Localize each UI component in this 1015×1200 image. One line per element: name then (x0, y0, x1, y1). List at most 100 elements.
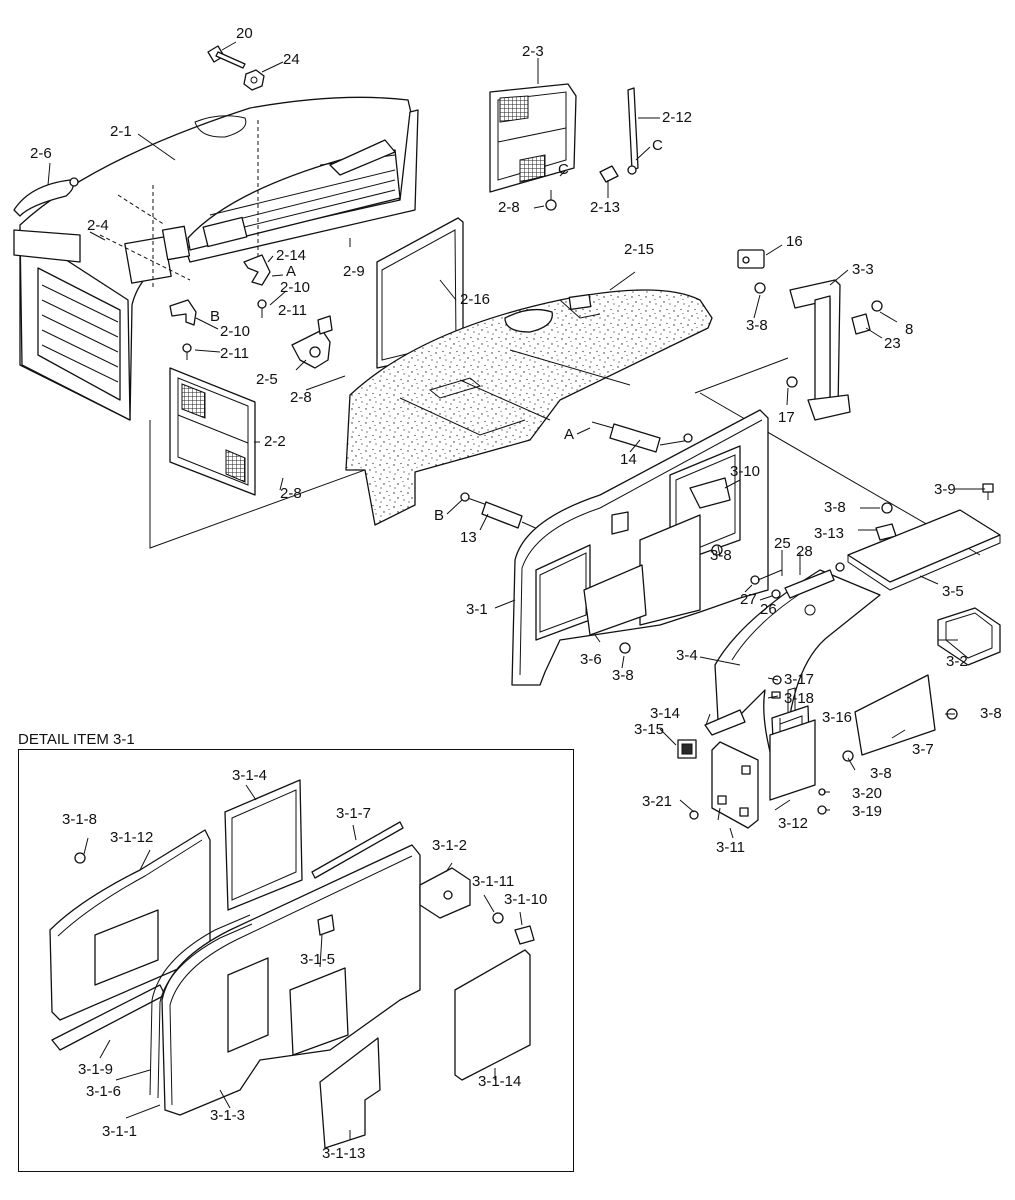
label-b-1: B (210, 308, 221, 325)
label-24: 24 (283, 51, 300, 68)
label-c-2: C (558, 161, 569, 178)
label-3-1-1: 3-1-1 (102, 1123, 138, 1140)
label-2-14: 2-14 (276, 247, 307, 264)
bracket-23 (851, 313, 871, 335)
label-3-1-6: 3-1-6 (86, 1083, 122, 1100)
bracket-2-10 (169, 299, 197, 326)
label-a-2: A (564, 426, 575, 443)
label-3-1-10: 3-1-10 (504, 891, 548, 908)
label-2-4: 2-4 (87, 217, 109, 234)
label-b-2: B (434, 507, 445, 524)
top-screen-2-3 (489, 83, 577, 193)
label-3-21: 3-21 (642, 793, 673, 810)
plate-3-7 (854, 674, 936, 756)
bracket-2-14 (243, 254, 271, 286)
small-bolts (754, 282, 883, 388)
label-3-3: 3-3 (852, 261, 874, 278)
label-2-11-a: 2-11 (278, 302, 307, 319)
label-2-16: 2-16 (460, 291, 491, 308)
latch-16 (737, 249, 765, 269)
handle-3-15 (677, 739, 697, 759)
label-8: 8 (905, 321, 914, 338)
label-3-7: 3-7 (912, 741, 934, 758)
label-3-1: 3-1 (466, 601, 488, 618)
latch-bracket-2-5 (291, 315, 333, 369)
label-3-2: 3-2 (946, 653, 968, 670)
label-2-12: 2-12 (662, 109, 693, 126)
hardware-25-28 (750, 562, 845, 599)
label-3-20: 3-20 (852, 785, 883, 802)
label-3-8-e: 3-8 (980, 705, 1002, 722)
label-16: 16 (786, 233, 803, 250)
label-3-1-4: 3-1-4 (232, 767, 268, 784)
label-3-1-9: 3-1-9 (78, 1061, 114, 1078)
label-3-11: 3-11 (716, 839, 745, 856)
plate-3-5 (847, 509, 1001, 591)
label-3-1-14: 3-1-14 (478, 1073, 522, 1090)
dashline-hood (99, 120, 259, 290)
label-3-4: 3-4 (676, 647, 698, 664)
label-a-1: A (286, 263, 297, 280)
label-3-15: 3-15 (634, 721, 665, 738)
screw-2-11 (182, 299, 267, 360)
panel-3-6 (583, 564, 647, 636)
label-3-1-11: 3-1-11 (472, 873, 515, 890)
hood-hinge (124, 225, 191, 284)
label-3-8-b: 3-8 (710, 547, 732, 564)
label-3-6: 3-6 (580, 651, 602, 668)
detail-3-1-drawing (49, 779, 535, 1149)
leader-lines (47, 41, 985, 1140)
body-panel-3-1 (511, 409, 769, 686)
label-25: 25 (774, 535, 791, 552)
label-3-10: 3-10 (730, 463, 761, 480)
label-3-13: 3-13 (814, 525, 845, 542)
label-20: 20 (236, 25, 253, 42)
label-14: 14 (620, 451, 637, 468)
label-2-8-b: 2-8 (290, 389, 312, 406)
label-3-1-7: 3-1-7 (336, 805, 372, 822)
label-2-15: 2-15 (624, 241, 655, 258)
label-3-8-d: 3-8 (612, 667, 634, 684)
label-2-13: 2-13 (590, 199, 621, 216)
bolt-2-8-top (545, 190, 557, 211)
label-c-1: C (652, 137, 663, 154)
label-2-3: 2-3 (522, 43, 544, 60)
label-2-10-b: 2-10 (220, 323, 251, 340)
cover-3-11 (711, 741, 759, 829)
gas-strut-14 (591, 421, 693, 453)
label-13: 13 (460, 529, 477, 546)
label-27: 27 (740, 591, 757, 608)
label-2-2: 2-2 (264, 433, 286, 450)
insulation-2-15 (345, 289, 713, 526)
label-3-1-13: 3-1-13 (322, 1145, 366, 1162)
side-screen-2-2 (169, 367, 256, 496)
detail-title: DETAIL ITEM 3-1 (18, 731, 135, 748)
stay-rod-2-12 (627, 87, 639, 175)
bolt-3-9 (982, 483, 994, 500)
label-3-12: 3-12 (778, 815, 809, 832)
label-3-8-c: 3-8 (824, 499, 846, 516)
label-3-1-12: 3-1-12 (110, 829, 154, 846)
label-3-14: 3-14 (650, 705, 681, 722)
nut-24 (243, 69, 265, 91)
label-2-11-b: 2-11 (220, 345, 249, 362)
label-28: 28 (796, 543, 813, 560)
label-2-9: 2-9 (343, 263, 365, 280)
label-23: 23 (884, 335, 901, 352)
bolt-20 (207, 45, 246, 69)
label-3-8-a: 3-8 (746, 317, 768, 334)
gas-strut-13 (460, 492, 541, 531)
label-26: 26 (760, 601, 777, 618)
bracket-3-13 (875, 502, 897, 541)
label-3-19: 3-19 (852, 803, 883, 820)
label-2-5: 2-5 (256, 371, 278, 388)
label-3-18: 3-18 (784, 690, 815, 707)
label-3-5: 3-5 (942, 583, 964, 600)
latch-2-6 (13, 177, 79, 217)
label-3-1-8: 3-1-8 (62, 811, 98, 828)
label-3-17: 3-17 (784, 671, 815, 688)
label-2-6: 2-6 (30, 145, 52, 162)
label-3-16: 3-16 (822, 709, 853, 726)
label-3-8-f: 3-8 (870, 765, 892, 782)
